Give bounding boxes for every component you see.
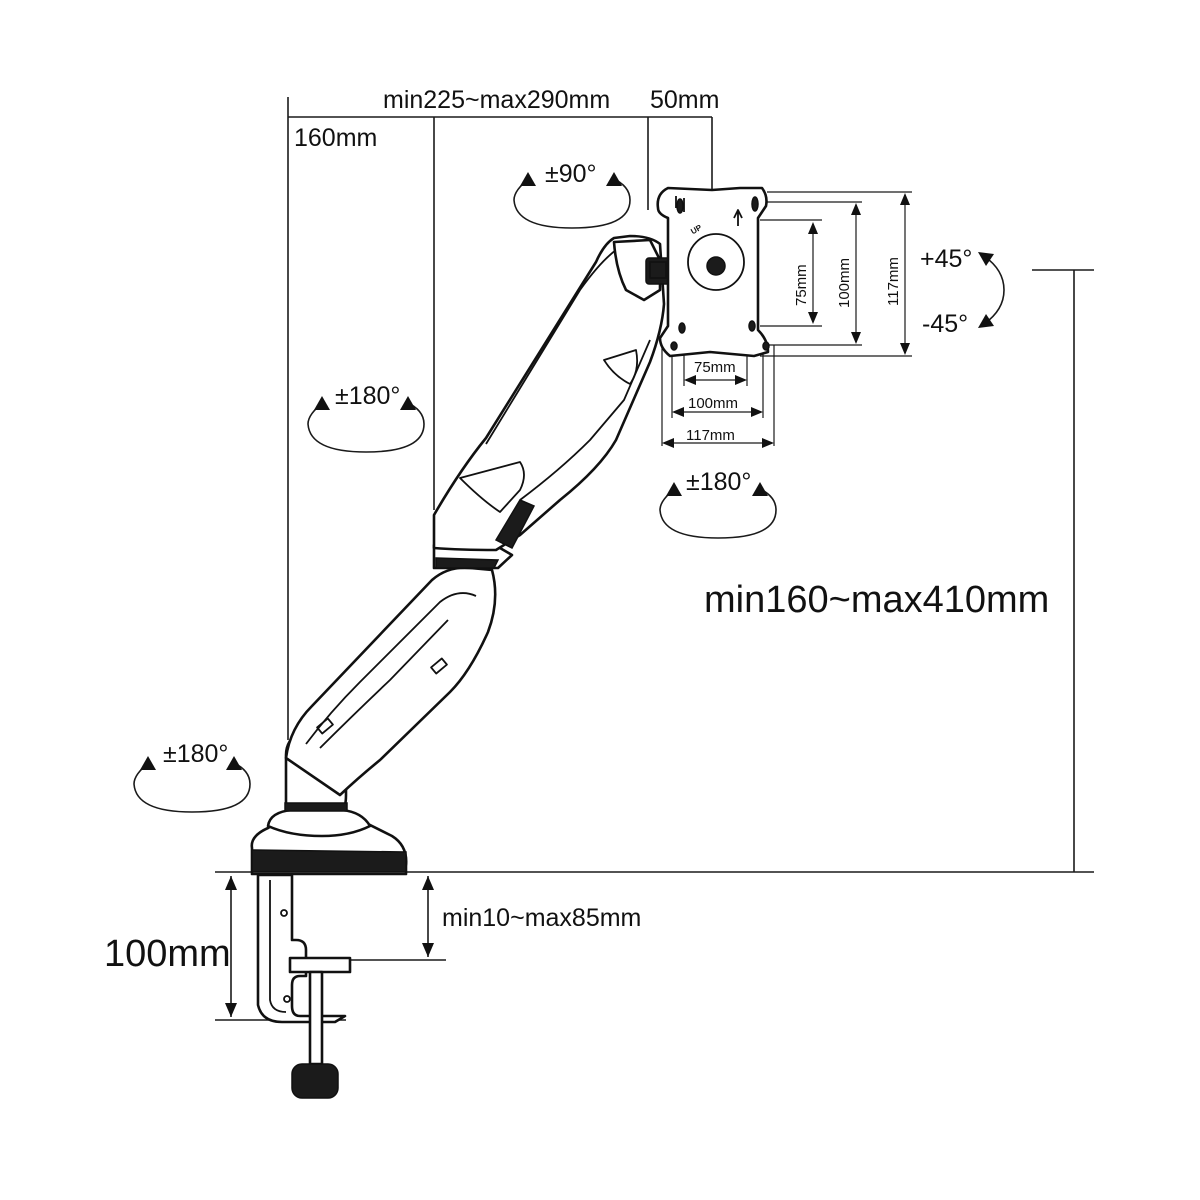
curved-double-arrow-icon: [307, 396, 425, 453]
vesa-h-100-label: 100mm: [688, 395, 738, 412]
vesa-v-117-label: 117mm: [885, 257, 902, 306]
clamp-screw-top: [280, 909, 288, 917]
vesa-hole-tr: [751, 196, 759, 212]
tilt-knob-inner: [649, 261, 667, 279]
swivel-base-label: ±180°: [163, 740, 228, 768]
pole-offset-label: 160mm: [294, 124, 377, 152]
clamp-pad: [288, 956, 352, 974]
upper-arm-ridge: [485, 249, 617, 445]
tilt-rotation-label: ±90°: [545, 160, 597, 188]
lower-arm-slot-2: [316, 717, 334, 735]
height-range-label: min160~max410mm: [704, 579, 1049, 621]
curved-double-arrow-icon: [513, 172, 631, 229]
curved-double-arrow-icon: [659, 482, 777, 539]
arm-base-band: [251, 849, 407, 873]
curved-double-arrow-icon: [133, 756, 251, 813]
tilt-up-label: +45°: [920, 245, 972, 273]
vesa-v-75-label: 75mm: [793, 264, 810, 306]
lower-arm-groove: [319, 619, 449, 749]
clamp-knob: [291, 1063, 339, 1099]
vesa-hole-bl: [670, 341, 678, 351]
clamp-body: [256, 873, 347, 1024]
vesa-hole-ml: [678, 322, 686, 334]
column-ring: [284, 802, 348, 812]
monitor-arm: UP: [250, 186, 770, 1099]
dimension-lines: [215, 97, 1094, 1021]
vesa-hole-tl: [676, 198, 684, 214]
vesa-h-75-label: 75mm: [694, 359, 736, 376]
labels: min225~max290mm 50mm 160mm ±90° ±180° ±1…: [104, 86, 1049, 975]
vesa-center-ring: [687, 233, 745, 291]
tilt-down-label: -45°: [922, 310, 968, 338]
clamp-screw: [308, 970, 324, 1066]
upper-arm-lower-band: [494, 499, 536, 549]
lower-arm: [284, 566, 497, 797]
vesa-hole-br: [762, 341, 770, 351]
lower-arm-slot: [430, 657, 448, 675]
vesa-slot-left: [675, 196, 685, 212]
vesa-v-100-label: 100mm: [836, 258, 853, 308]
vesa-hole-mr: [748, 320, 756, 332]
elbow-band: [435, 557, 500, 569]
arm-base-top: [266, 808, 372, 838]
curved-double-arrow-icon: [978, 252, 1005, 328]
vesa-dimensions: [661, 191, 912, 448]
up-arrow-icon: [733, 209, 743, 226]
clamp-edge: [269, 880, 287, 1013]
clamp-height-label: 100mm: [104, 933, 231, 975]
vesa-center-hole: [706, 256, 726, 276]
arm-reach-label: min225~max290mm: [383, 86, 610, 114]
desk-thickness-label: min10~max85mm: [442, 904, 641, 932]
clamp-screw-bottom: [283, 995, 291, 1003]
swivel-upper-label: ±180°: [335, 382, 400, 410]
spring-bracket: [603, 349, 639, 385]
vesa-h-117-label: 117mm: [686, 427, 735, 444]
upper-arm-underside: [519, 339, 651, 501]
upper-arm-recess: [459, 461, 525, 513]
plate-offset-label: 50mm: [650, 86, 719, 114]
rotation-indicators: [133, 172, 1005, 813]
swivel-head-label: ±180°: [686, 468, 751, 496]
